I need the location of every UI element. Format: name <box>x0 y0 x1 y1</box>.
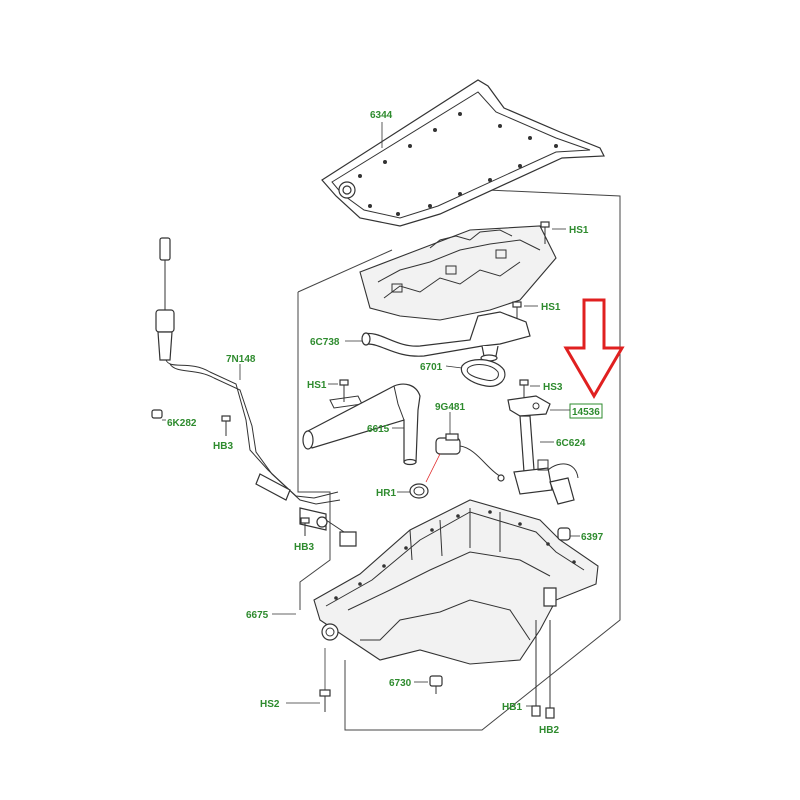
bolt-hb3-lower <box>300 517 310 536</box>
oil-sump <box>313 499 599 665</box>
callout-hb3-upper: HB3 <box>213 441 233 452</box>
callout-6730: 6730 <box>389 678 412 689</box>
callout-hs1-top: HS1 <box>569 225 589 236</box>
down-arrow-icon <box>563 298 625 399</box>
callout-9g481: 9G481 <box>435 402 465 413</box>
o-ring <box>409 483 429 499</box>
highlight-box-14536 <box>569 403 603 419</box>
callout-7n148: 7N148 <box>226 354 256 365</box>
callout-hb3-lower: HB3 <box>294 542 314 553</box>
callout-6397: 6397 <box>581 532 604 543</box>
oil-level-sensor <box>507 395 579 505</box>
bolt-hb3-upper <box>221 415 231 436</box>
bolt-hb1 <box>531 620 541 717</box>
callout-hs1-left: HS1 <box>307 380 327 391</box>
bolt-hs1-top <box>540 221 550 244</box>
callout-6675: 6675 <box>246 610 269 621</box>
oil-control-valve <box>435 433 505 482</box>
plug-6730 <box>429 675 443 694</box>
clip-6k282 <box>151 409 163 419</box>
callout-hs1-mid: HS1 <box>541 302 561 313</box>
callout-hs2: HS2 <box>260 699 280 710</box>
callout-6615: 6615 <box>367 424 390 435</box>
callout-6c624: 6C624 <box>556 438 586 449</box>
bolt-hb2 <box>545 620 555 719</box>
plug-6397 <box>557 527 571 541</box>
callout-6344: 6344 <box>370 110 393 121</box>
callout-hs3: HS3 <box>543 382 563 393</box>
callout-hb2: HB2 <box>539 725 559 736</box>
callout-hb1: HB1 <box>502 702 522 713</box>
callout-6701: 6701 <box>420 362 443 373</box>
callout-6c738: 6C738 <box>310 337 340 348</box>
windage-tray <box>359 225 557 321</box>
pickup-gasket <box>460 359 506 387</box>
callout-6k282: 6K282 <box>167 418 197 429</box>
callout-14536[interactable]: 14536 <box>572 407 600 418</box>
sensor-harness <box>155 237 357 547</box>
cam-cover-gasket <box>321 79 605 227</box>
bolt-hs2 <box>319 648 331 712</box>
assembly-frame <box>297 189 621 731</box>
dipstick-tube <box>302 383 421 466</box>
callout-hr1: HR1 <box>376 488 396 499</box>
